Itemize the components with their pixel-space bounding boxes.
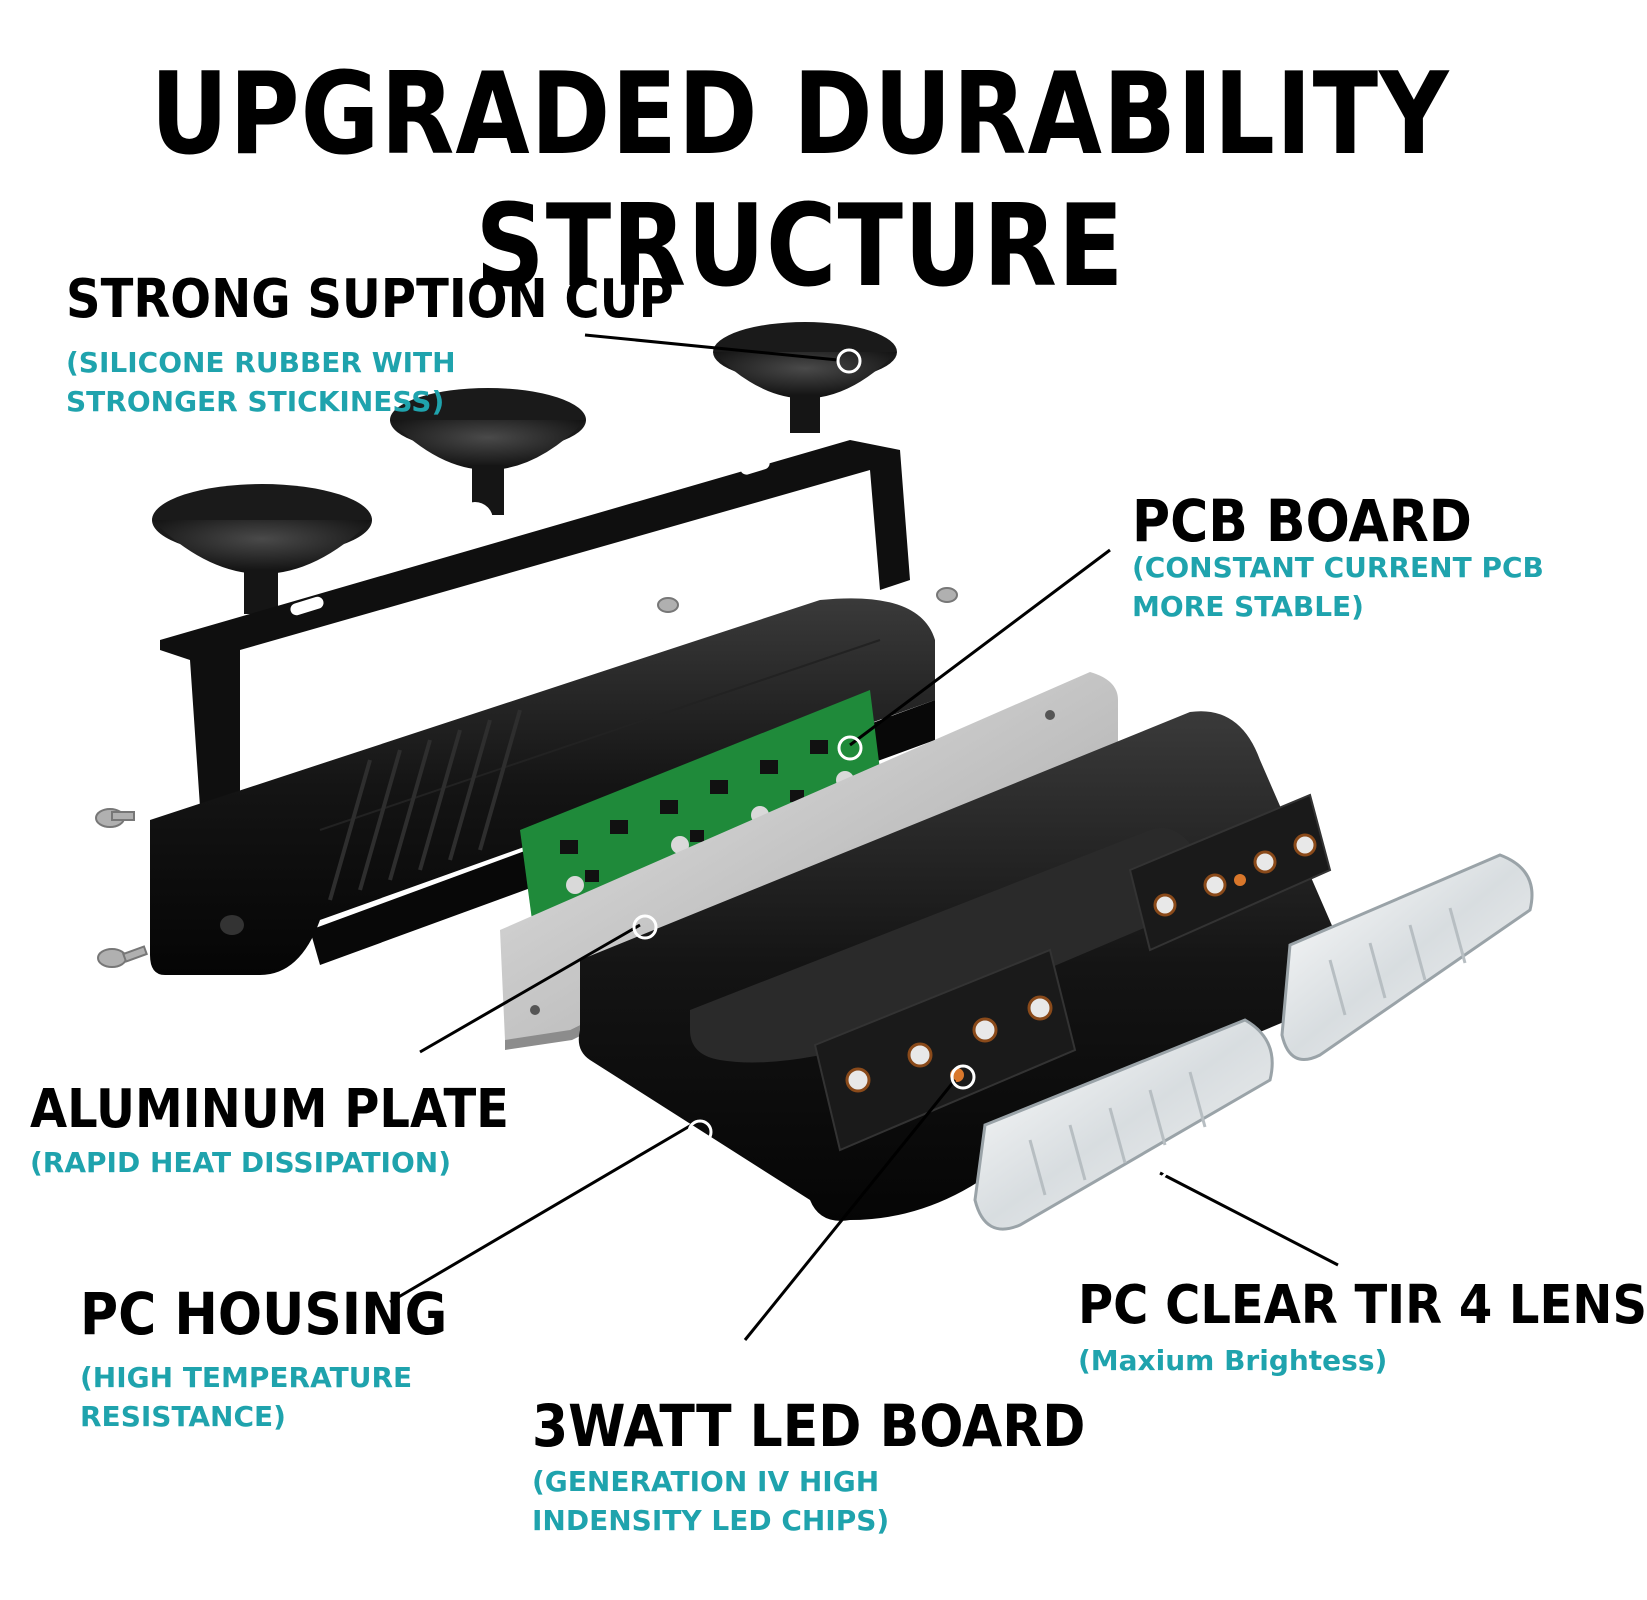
leader-lines [389, 333, 1339, 1341]
lens-front [973, 1018, 1274, 1231]
suction-cup-middle [390, 388, 586, 515]
suction-cup-left [152, 484, 372, 614]
lens-detail: (Maxium Brightess) [1078, 1344, 1388, 1377]
lens-label: PC CLEAR TIR 4 LENS [1078, 1273, 1647, 1337]
aluminum-plate-detail: (RAPID HEAT DISSIPATION) [30, 1146, 452, 1179]
suction-cup-label: STRONG SUPTION CUP [66, 267, 674, 331]
led-board-front [813, 948, 1077, 1152]
pc-housing-label: PC HOUSING [80, 1281, 448, 1349]
aluminum-plate-label: ALUMINUM PLATE [30, 1077, 509, 1141]
led-board-rear [1128, 793, 1332, 952]
suction-cup-right [713, 322, 897, 433]
pcb-board [520, 690, 880, 920]
callout-markers [632, 348, 1169, 1181]
lens-rear [1280, 853, 1534, 1061]
pcb-board-label: PCB BOARD [1132, 488, 1472, 556]
exploded-product-diagram [95, 322, 1534, 1341]
led-boards [813, 793, 1332, 1152]
pc-housing [578, 711, 1360, 1221]
suction-cups [152, 322, 897, 614]
tir-lenses [973, 853, 1534, 1231]
screws [95, 587, 958, 968]
led-board-label: 3WATT LED BOARD [532, 1393, 1086, 1461]
page-title: UPGRADED DURABILITY STRUCTURE [150, 48, 1450, 313]
